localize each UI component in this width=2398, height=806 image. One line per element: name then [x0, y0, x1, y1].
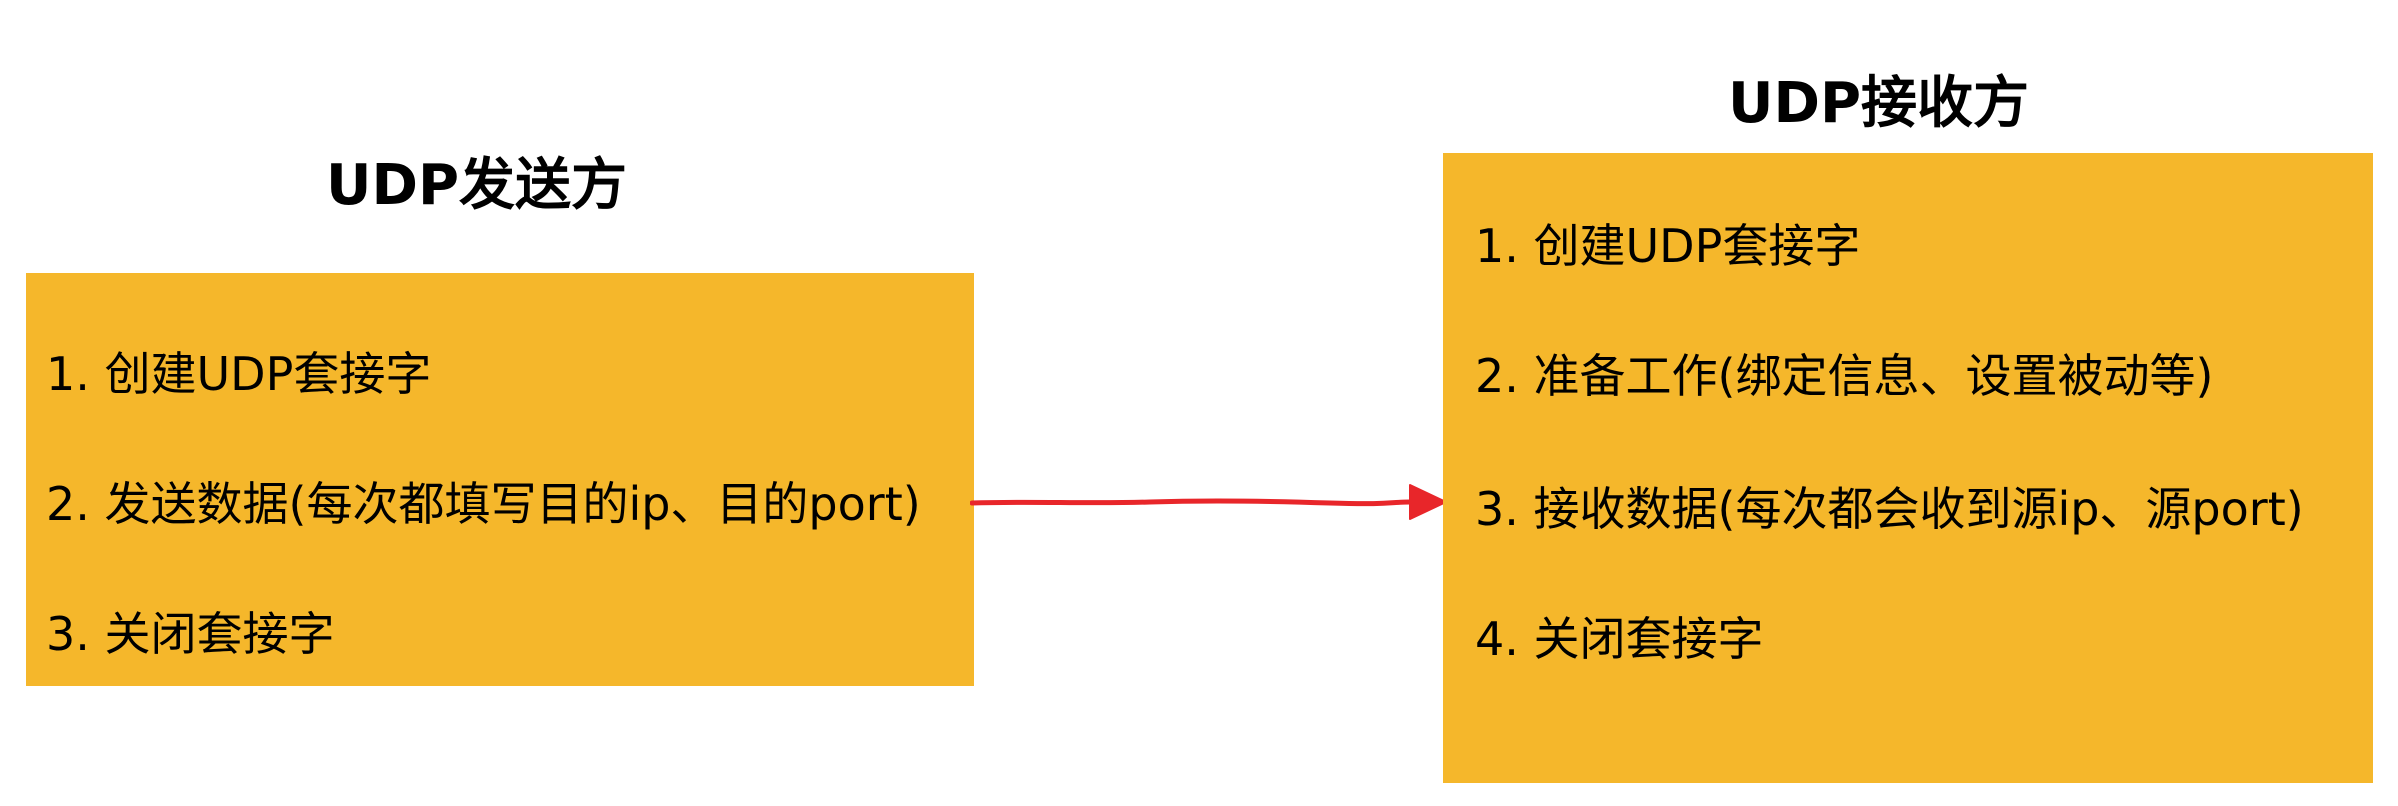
receiver-step-prepare: 2. 准备工作(绑定信息、设置被动等) — [1475, 349, 2214, 403]
sender-step-create-socket: 1. 创建UDP套接字 — [46, 347, 432, 401]
flow-arrow — [970, 484, 1447, 520]
receiver-step-create-socket: 1. 创建UDP套接字 — [1475, 219, 1861, 273]
receiver-step-close-socket: 4. 关闭套接字 — [1475, 612, 1764, 666]
sender-step-close-socket: 3. 关闭套接字 — [46, 607, 335, 661]
arrow-shaft — [970, 498, 1413, 507]
sender-steps-box: 1. 创建UDP套接字 2. 发送数据(每次都填写目的ip、目的port) 3.… — [26, 273, 974, 686]
sender-step-send-data: 2. 发送数据(每次都填写目的ip、目的port) — [46, 477, 921, 531]
arrow-head — [1409, 484, 1447, 520]
receiver-steps-box: 1. 创建UDP套接字 2. 准备工作(绑定信息、设置被动等) 3. 接收数据(… — [1443, 153, 2373, 783]
receiver-step-receive-data: 3. 接收数据(每次都会收到源ip、源port) — [1475, 482, 2304, 536]
sender-title: UDP发送方 — [326, 153, 627, 218]
receiver-title: UDP接收方 — [1728, 71, 2029, 136]
